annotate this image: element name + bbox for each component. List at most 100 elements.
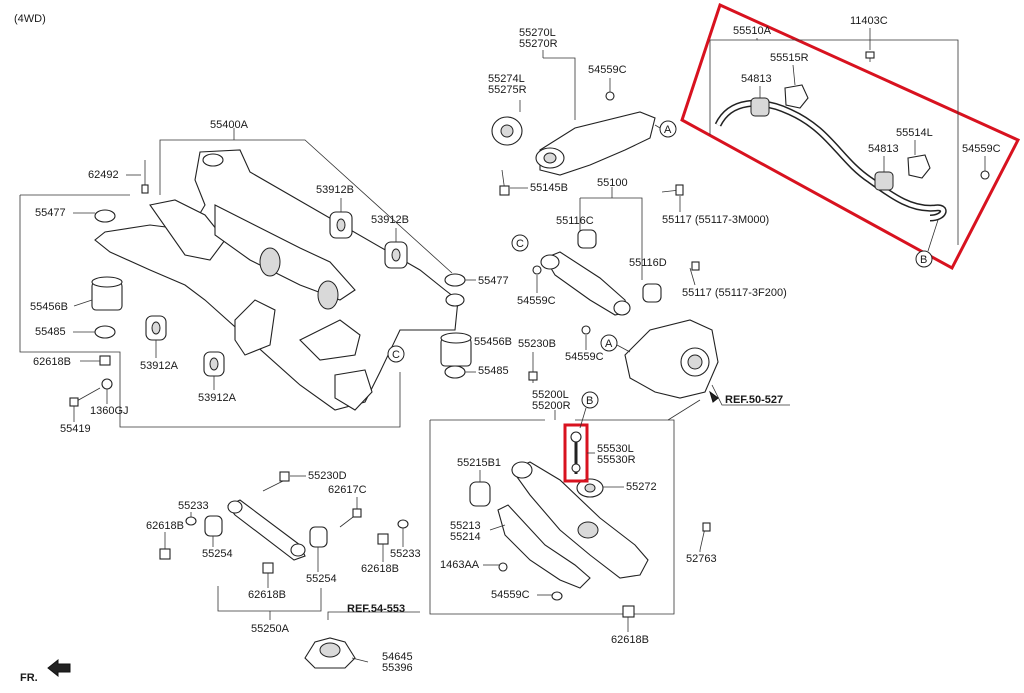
washer-55477-right xyxy=(444,273,466,287)
washer-55233-a xyxy=(185,516,197,526)
variant-label: (4WD) xyxy=(14,13,46,25)
label-62618b-c: 62618B xyxy=(361,563,399,575)
label-54559c-top: 54559C xyxy=(588,64,627,76)
nut-54559c-bottom xyxy=(551,591,563,601)
mount-top-left xyxy=(202,153,224,167)
label-55477-left: 55477 xyxy=(35,207,66,219)
subframe-lower-arm-right xyxy=(299,319,361,361)
label-55456b-right: 55456B xyxy=(474,336,512,348)
callout-b-link xyxy=(581,391,599,409)
bushing-55116c xyxy=(577,229,597,249)
bushing-53912a-a xyxy=(145,315,167,341)
nut-1463aa xyxy=(498,562,508,572)
label-53912a-b: 53912A xyxy=(198,392,237,404)
bracket-55515r xyxy=(784,84,809,109)
label-52763: 52763 xyxy=(686,553,717,565)
subframe-assembly: 55400A 62492 55477 55477 53912B 53912B 5… xyxy=(19,119,512,435)
label-54559c-mid1: 54559C xyxy=(517,295,556,307)
ref-arrow-50 xyxy=(709,390,719,403)
front-label: FR. xyxy=(20,672,38,684)
nut-62618b-bottom xyxy=(622,605,635,618)
label-62618b-b: 62618B xyxy=(248,589,286,601)
label-53912b-b: 53912B xyxy=(371,214,409,226)
label-55456b-left: 55456B xyxy=(30,301,68,313)
bushing-55456b-right xyxy=(440,332,472,367)
bushing-55254-b xyxy=(309,526,328,548)
label-55514l: 55514L xyxy=(896,127,933,139)
label-55117-b: 55117 (55117-3F200) xyxy=(682,287,787,299)
lower-arm-plate-55213 xyxy=(497,504,591,589)
bracket-55514l xyxy=(907,154,931,179)
label-55116c: 55116C xyxy=(556,215,594,227)
nut-62618b-a xyxy=(159,548,171,560)
washer-55233-b xyxy=(397,519,409,529)
label-55117-a: 55117 (55117-3M000) xyxy=(662,214,769,226)
rear-knuckle xyxy=(624,319,719,399)
bolt-55230d xyxy=(262,479,286,492)
callout-c-subframe-label: C xyxy=(392,349,400,361)
callout-b-stabilizer xyxy=(915,250,933,268)
label-62618b-left: 62618B xyxy=(33,356,71,368)
stabilizer-link-55530 xyxy=(570,431,582,474)
label-54559c-bottom: 54559C xyxy=(491,589,530,601)
bolt-55419 xyxy=(74,387,101,403)
spring-seat-55272 xyxy=(576,478,604,498)
label-55116d: 55116D xyxy=(629,257,667,269)
subframe-bracket-left xyxy=(19,195,401,428)
label-54813-a: 54813 xyxy=(741,73,772,85)
washer-55485-right xyxy=(444,365,466,379)
lower-arm-55200 xyxy=(511,461,649,579)
label-55510a: 55510A xyxy=(733,25,772,37)
label-55485-right: 55485 xyxy=(478,365,509,377)
label-62618b-bottom: 62618B xyxy=(611,634,649,646)
bushing-54813-b xyxy=(874,171,894,191)
label-1360gj: 1360GJ xyxy=(90,405,129,417)
bushing-53912b-b xyxy=(384,241,408,269)
subframe-rear-mount xyxy=(334,369,373,411)
label-54559c-mid2: 54559C xyxy=(565,351,604,363)
callout-a-knuckle-label: A xyxy=(605,338,613,350)
bolt-62492-head xyxy=(141,184,149,194)
callout-c-subframe xyxy=(387,345,405,363)
nut-54559c-mid2 xyxy=(581,325,591,335)
bolt-55419-head xyxy=(69,397,79,407)
label-ref-50-527: REF.50-527 xyxy=(725,394,783,406)
knuckle-assembly: A REF.50-527 xyxy=(600,319,790,406)
bushing-55215b1 xyxy=(469,481,491,507)
callout-a-knuckle xyxy=(600,334,618,352)
label-ref-54-553: REF.54-553 xyxy=(347,603,405,615)
label-55272: 55272 xyxy=(626,481,657,493)
nut-54559c-top xyxy=(605,91,615,101)
nut-54559c-right xyxy=(980,170,990,180)
front-arrow-icon xyxy=(47,658,71,678)
label-55515r: 55515R xyxy=(770,52,809,64)
mount-top-right xyxy=(445,293,465,307)
label-55230d: 55230D xyxy=(308,470,347,482)
frame-hole-1 xyxy=(259,247,281,277)
label-55254-b: 55254 xyxy=(306,573,337,585)
bolt-52763 xyxy=(699,527,706,551)
label-53912b-a: 53912B xyxy=(316,184,354,196)
label-11403c: 11403C xyxy=(850,15,888,27)
bushing-55274 xyxy=(491,116,523,146)
nut-62618b-b xyxy=(262,562,274,574)
washer-55485-left xyxy=(94,325,116,339)
label-1463aa: 1463AA xyxy=(440,559,480,571)
label-55400a: 55400A xyxy=(210,119,249,131)
bolt-55117-b xyxy=(689,267,696,286)
label-55215b1: 55215B1 xyxy=(457,457,501,469)
lateral-arm-assembly: 55230D 62617C 55233 55233 62618B 62618B … xyxy=(146,470,421,635)
lateral-arm-55250a xyxy=(227,499,306,561)
label-55145b: 55145B xyxy=(530,182,568,194)
label-55254-a: 55254 xyxy=(202,548,233,560)
bushing-53912b-a xyxy=(329,211,353,239)
callout-b-stabilizer-label: B xyxy=(920,254,927,266)
front-indicator: FR. xyxy=(20,658,71,684)
label-53912a-a: 53912A xyxy=(140,360,179,372)
